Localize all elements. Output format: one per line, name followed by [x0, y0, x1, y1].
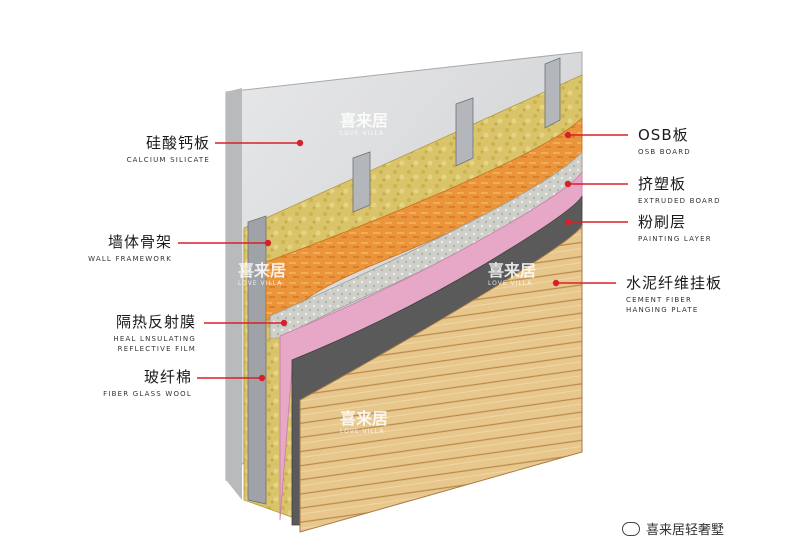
watermark-en: LOVE VILLA — [238, 280, 283, 287]
brand-footer: 喜来居轻奢墅 — [622, 519, 724, 538]
label-calcium-silicate: 硅酸钙板 CALCIUM SILICATE — [127, 134, 210, 165]
siding-layer — [299, 224, 583, 533]
label-en: FIBER GLASS WOOL — [103, 390, 192, 398]
label-en: CALCIUM SILICATE — [126, 156, 210, 164]
label-zh: 挤塑板 — [638, 175, 687, 193]
label-heat-film: 隔热反射膜 HEAL LNSULATING REFLECTIVE FILM — [113, 313, 196, 354]
label-en: OSB BOARD — [638, 148, 691, 156]
watermark-en: LOVE VILLA — [340, 428, 385, 435]
label-zh: 粉刷层 — [638, 213, 687, 231]
label-zh: 硅酸钙板 — [145, 134, 210, 152]
label-zh: 墙体骨架 — [107, 233, 172, 251]
label-osb: OSB板 OSB BOARD — [638, 126, 691, 157]
label-painting: 粉刷层 PAINTING LAYER — [638, 213, 712, 244]
label-zh: OSB板 — [638, 126, 689, 144]
label-cement-fiber: 水泥纤维挂板 CEMENT FIBER HANGING PLATE — [626, 274, 722, 315]
label-en-1: CEMENT FIBER — [626, 296, 693, 304]
watermark-name: 喜来居 — [488, 261, 537, 280]
label-fiber-glass: 玻纤棉 FIBER GLASS WOOL — [103, 368, 192, 399]
label-en-2: HANGING PLATE — [626, 306, 699, 314]
watermark-top: 喜来居 LOVE VILLA — [340, 112, 388, 138]
watermark-en: LOVE VILLA — [340, 130, 385, 137]
watermark-name: 喜来居 — [238, 261, 287, 280]
label-wall-framework: 墙体骨架 WALL FRAMEWORK — [88, 233, 172, 264]
brand-text: 喜来居轻奢墅 — [646, 523, 725, 538]
watermark-right: 喜来居 LOVE VILLA — [488, 262, 536, 288]
label-en-1: HEAL LNSULATING — [113, 335, 196, 343]
label-zh: 隔热反射膜 — [115, 313, 196, 331]
label-en: PAINTING LAYER — [638, 235, 712, 243]
wechat-icon — [622, 522, 640, 536]
label-en: EXTRUDED BOARD — [638, 197, 721, 205]
watermark-left: 喜来居 LOVE VILLA — [238, 262, 286, 288]
label-extruded: 挤塑板 EXTRUDED BOARD — [638, 175, 721, 206]
watermark-en: LOVE VILLA — [488, 280, 533, 287]
label-en: WALL FRAMEWORK — [88, 255, 172, 263]
label-zh: 水泥纤维挂板 — [626, 274, 723, 292]
watermark-name: 喜来居 — [340, 111, 389, 130]
label-zh: 玻纤棉 — [143, 368, 192, 386]
wall-framework-studs — [247, 57, 561, 505]
label-en-2: REFLECTIVE FILM — [117, 345, 196, 353]
leader-lines — [178, 131, 628, 382]
watermark-name: 喜来居 — [340, 409, 389, 428]
watermark-bottom: 喜来居 LOVE VILLA — [340, 410, 388, 436]
